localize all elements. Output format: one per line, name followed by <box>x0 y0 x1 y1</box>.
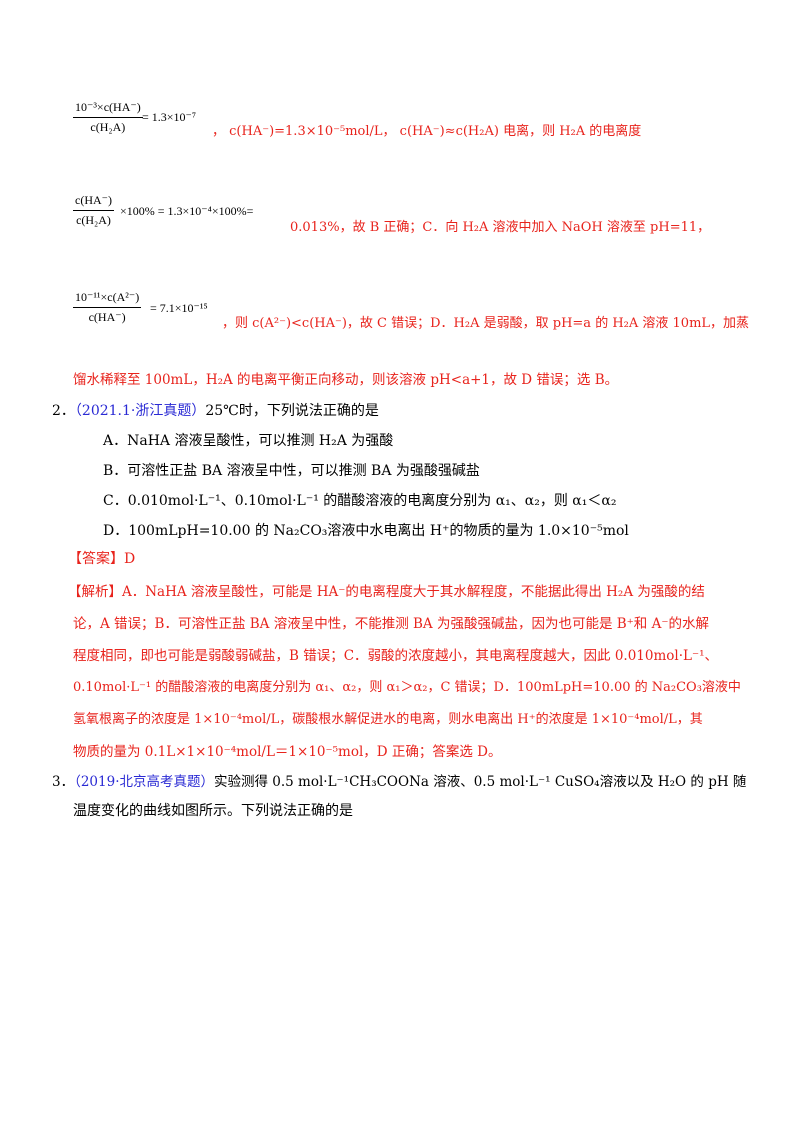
question-stem: 25℃时，下列说法正确的是 <box>205 403 379 419</box>
equation-1-fraction: 10⁻³×c(HA⁻) c(H₂A) <box>73 100 143 135</box>
question-stem-line-1: 实验测得 0.5 mol·L⁻¹CH₃COONa 溶液、0.5 mol·L⁻¹ … <box>214 774 747 790</box>
option-b: B．可溶性正盐 BA 溶液呈中性，可以推测 BA 为强酸强碱盐 <box>103 463 480 479</box>
option-d: D．100mLpH=10.00 的 Na₂CO₃溶液中水电离出 H⁺的物质的量为… <box>103 523 629 539</box>
eq3-denominator: c(HA⁻) <box>88 310 126 324</box>
eq1-numerator: 10⁻³×c(HA⁻) <box>75 100 141 114</box>
eq3-continuation: 馏水稀释至 100mL，H₂A 的电离平衡正向移动，则该溶液 pH<a+1，故 … <box>73 372 619 388</box>
eq3-explanation: ，则 c(A²⁻)<c(HA⁻)，故 C 错误；D．H₂A 是弱酸，取 pH=a… <box>222 316 750 331</box>
eq2-rhs: ×100% = 1.3×10⁻⁴×100%= <box>120 204 254 218</box>
option-c: C．0.010mol·L⁻¹、0.10mol·L⁻¹ 的醋酸溶液的电离度分别为 … <box>103 493 617 509</box>
eq1-rhs: = 1.3×10⁻⁷ <box>142 110 197 124</box>
question-source: （2021.1·浙江真题） <box>74 403 206 419</box>
fraction-bar <box>73 210 114 211</box>
fraction-bar <box>73 307 142 308</box>
question-3-stem-line-2: 温度变化的曲线如图所示。下列说法正确的是 <box>73 803 353 819</box>
question-source: （2019·北京高考真题） <box>74 774 214 790</box>
option-a: A．NaHA 溶液呈酸性，可以推测 H₂A 为强酸 <box>103 433 394 449</box>
eq3-numerator: 10⁻¹¹×c(A²⁻) <box>75 290 140 304</box>
question-2-header: 2．（2021.1·浙江真题）25℃时，下列说法正确的是 <box>52 400 379 420</box>
eq1-explanation: ， c(HA⁻)=1.3×10⁻⁵mol/L， c(HA⁻)≈c(H₂A) 电离… <box>212 124 642 139</box>
analysis-line-1: 【解析】A．NaHA 溶液呈酸性，可能是 HA⁻的电离程度大于其水解程度，不能据… <box>68 584 705 600</box>
analysis-line-5: 氢氧根离子的浓度是 1×10⁻⁴mol/L，碳酸根水解促进水的电离，则水电离出 … <box>73 712 703 727</box>
equation-2-fraction: c(HA⁻) c(H₂A) <box>73 193 114 228</box>
eq2-explanation: 0.013%，故 B 正确；C．向 H₂A 溶液中加入 NaOH 溶液至 pH=… <box>290 220 711 235</box>
analysis-line-6: 物质的量为 0.1L×1×10⁻⁴mol/L＝1×10⁻⁵mol，D 正确；答案… <box>73 744 502 760</box>
eq1-denominator: c(H₂A) <box>90 120 126 134</box>
question-number: 3． <box>52 774 75 790</box>
eq2-denominator: c(H₂A) <box>76 213 111 227</box>
answer: 【答案】D <box>68 551 136 567</box>
eq2-numerator: c(HA⁻) <box>75 193 112 207</box>
analysis-line-4: 0.10mol·L⁻¹ 的醋酸溶液的电离度分别为 α₁、α₂，则 α₁＞α₂，C… <box>73 680 741 695</box>
equation-3-fraction: 10⁻¹¹×c(A²⁻) c(HA⁻) <box>73 290 142 325</box>
question-3-header: 3．（2019·北京高考真题）实验测得 0.5 mol·L⁻¹CH₃COONa … <box>52 770 746 790</box>
analysis-line-2: 论，A 错误；B．可溶性正盐 BA 溶液呈中性，不能推测 BA 为强酸强碱盐，因… <box>73 616 709 632</box>
fraction-bar <box>73 117 143 118</box>
question-number: 2． <box>52 403 75 419</box>
analysis-line-3: 程度相同，即也可能是弱酸弱碱盐，B 错误；C．弱酸的浓度越小，其电离程度越大，因… <box>73 648 719 664</box>
eq3-rhs: = 7.1×10⁻¹⁵ <box>150 301 208 315</box>
